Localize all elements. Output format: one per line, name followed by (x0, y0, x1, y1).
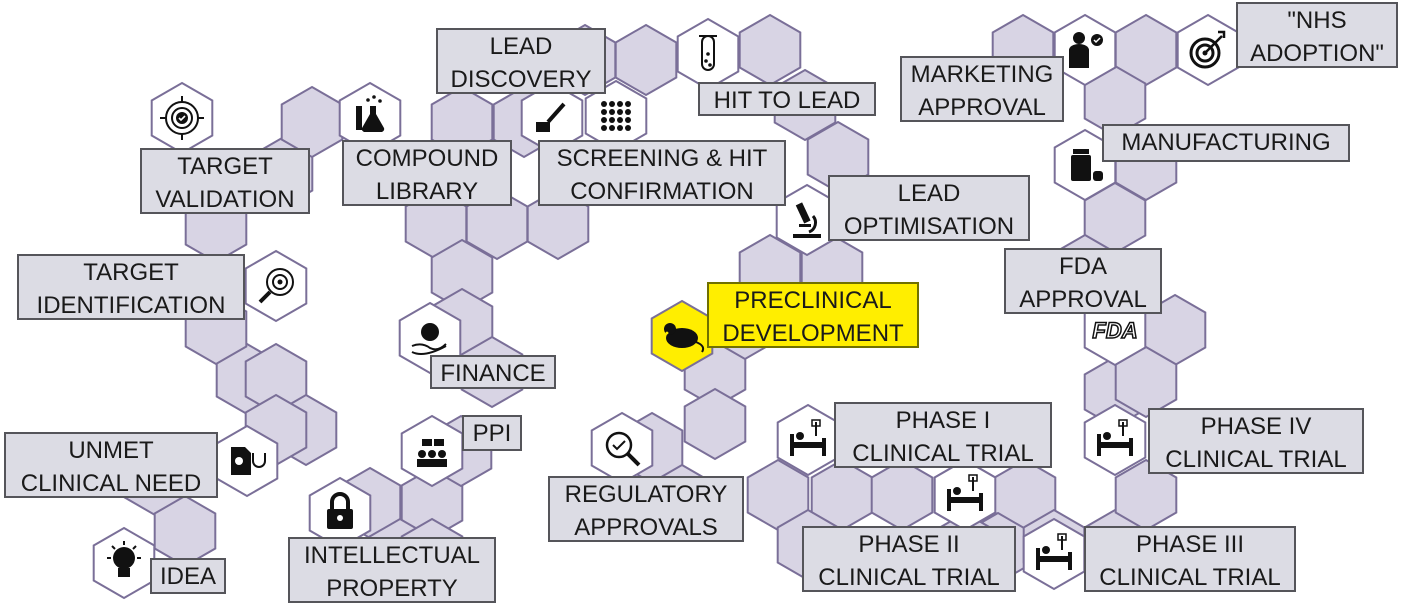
medical-document-icon (231, 447, 266, 475)
label-target-val-line-2: VALIDATION (155, 186, 295, 213)
label-intellectual-property: INTELLECTUAL PROPERTY (288, 537, 496, 603)
target-arrow-icon (1189, 30, 1226, 69)
hospital-bed-icon (790, 419, 826, 456)
label-compound-library: COMPOUND LIBRARY (342, 140, 512, 206)
label-phase-1-line-1: PHASE I (895, 407, 991, 434)
mouse-icon (664, 323, 705, 353)
hospital-bed-icon (947, 474, 983, 511)
label-unmet-line-2: CLINICAL NEED (20, 470, 202, 497)
label-target-validation: TARGET VALIDATION (140, 148, 310, 214)
label-nhs-line-1: "NHS (1287, 7, 1347, 34)
label-preclinical-line-1: PRECLINICAL (734, 287, 892, 314)
label-marketing-line-1: MARKETING (910, 61, 1054, 88)
microscope-icon (793, 202, 821, 238)
flask-icon (356, 95, 385, 133)
label-target-id-line-2: IDENTIFICATION (36, 292, 226, 319)
hex-tile (614, 23, 678, 97)
hex-tile (738, 13, 802, 87)
label-phase-4: PHASE IV CLINICAL TRIAL (1148, 408, 1364, 474)
label-fda-approval: FDA APPROVAL (1004, 248, 1162, 314)
label-phase-1-line-2: CLINICAL TRIAL (852, 440, 1034, 467)
label-manufacturing-line-1: MANUFACTURING (1121, 129, 1331, 156)
label-compound-line-1: COMPOUND (355, 145, 499, 172)
label-ppi: PPI (462, 415, 522, 451)
padlock-icon (327, 492, 353, 529)
label-idea-line-1: IDEA (159, 563, 216, 590)
label-regulatory-line-2: APPROVALS (574, 514, 718, 541)
label-compound-line-2: LIBRARY (375, 178, 479, 205)
label-phase-3-line-2: CLINICAL TRIAL (1099, 564, 1281, 591)
label-lead-discovery-line-1: LEAD (489, 33, 553, 60)
label-phase-4-line-2: CLINICAL TRIAL (1165, 446, 1347, 473)
label-fda-line-1: FDA (1059, 253, 1107, 280)
label-regulatory-approvals: REGULATORY APPROVALS (548, 476, 744, 542)
label-nhs-line-2: ADOPTION" (1250, 40, 1384, 67)
label-unmet-clinical-need: UNMET CLINICAL NEED (4, 432, 218, 498)
businessman-check-icon (1069, 32, 1103, 68)
hex-tile (870, 458, 934, 532)
label-unmet-line-1: UNMET (68, 437, 154, 464)
hospital-bed-icon (1036, 533, 1072, 570)
test-tube-icon (699, 35, 717, 71)
label-nhs-adoption: "NHS ADOPTION" (1236, 2, 1398, 68)
label-screening-line-1: SCREENING & HIT (556, 145, 768, 172)
label-screening-line-2: CONFIRMATION (570, 178, 754, 205)
label-marketing-line-2: APPROVAL (918, 94, 1046, 121)
money-bag-hand-icon (411, 323, 447, 355)
label-manufacturing: MANUFACTURING (1102, 124, 1350, 162)
label-phase-4-line-1: PHASE IV (1200, 413, 1312, 440)
label-fda-line-2: APPROVAL (1019, 286, 1147, 313)
label-ip-line-1: INTELLECTUAL (303, 542, 481, 569)
well-plate-icon (536, 101, 631, 132)
label-lead-discovery-line-2: DISCOVERY (450, 66, 592, 93)
hospital-bed-icon (1097, 419, 1133, 456)
label-regulatory-line-1: REGULATORY (564, 481, 728, 508)
label-phase-2: PHASE II CLINICAL TRIAL (802, 526, 1016, 592)
label-lead-opt-line-1: LEAD (897, 180, 961, 207)
icon-hex-target-identification (244, 249, 308, 323)
label-screening-hit-confirmation: SCREENING & HIT CONFIRMATION (538, 140, 786, 206)
label-idea: IDEA (150, 558, 226, 594)
pill-bottle-icon (1071, 149, 1103, 181)
label-phase-3: PHASE III CLINICAL TRIAL (1084, 526, 1296, 592)
label-phase-3-line-1: PHASE III (1135, 531, 1245, 558)
target-check-icon (160, 96, 204, 140)
lightbulb-icon (107, 541, 141, 577)
label-preclinical-line-2: DEVELOPMENT (722, 320, 904, 347)
group-meeting-icon (417, 439, 447, 467)
fda-logo-icon: FDA (1092, 317, 1139, 344)
label-hit-to-lead-line-1: HIT TO LEAD (713, 87, 861, 114)
label-lead-discovery: LEAD DISCOVERY (436, 28, 606, 94)
icon-hex-phase-4 (1083, 403, 1147, 477)
svg-text:FDA: FDA (1092, 318, 1137, 343)
label-phase-2-line-2: CLINICAL TRIAL (818, 564, 1000, 591)
hex-tile (526, 187, 590, 261)
label-hit-to-lead: HIT TO LEAD (698, 82, 876, 116)
label-finance-line-1: FINANCE (440, 360, 546, 387)
label-target-val-line-1: TARGET (177, 153, 273, 180)
label-phase-2-line-1: PHASE II (858, 531, 960, 558)
label-finance: FINANCE (430, 355, 556, 389)
label-target-identification: TARGET IDENTIFICATION (17, 254, 245, 320)
label-target-id-line-1: TARGET (83, 259, 179, 286)
magnifier-check-icon (605, 431, 641, 467)
label-lead-optimisation: LEAD OPTIMISATION (828, 175, 1030, 241)
label-preclinical-development: PRECLINICAL DEVELOPMENT (707, 282, 919, 348)
label-lead-opt-line-2: OPTIMISATION (843, 213, 1015, 240)
stage-icons: FDA (107, 30, 1226, 577)
label-phase-1: PHASE I CLINICAL TRIAL (834, 402, 1052, 468)
label-ppi-line-1: PPI (472, 420, 512, 447)
label-ip-line-2: PROPERTY (326, 575, 458, 602)
label-marketing-approval: MARKETING APPROVAL (900, 56, 1064, 122)
hex-tile (683, 387, 747, 461)
target-search-icon (258, 268, 294, 304)
